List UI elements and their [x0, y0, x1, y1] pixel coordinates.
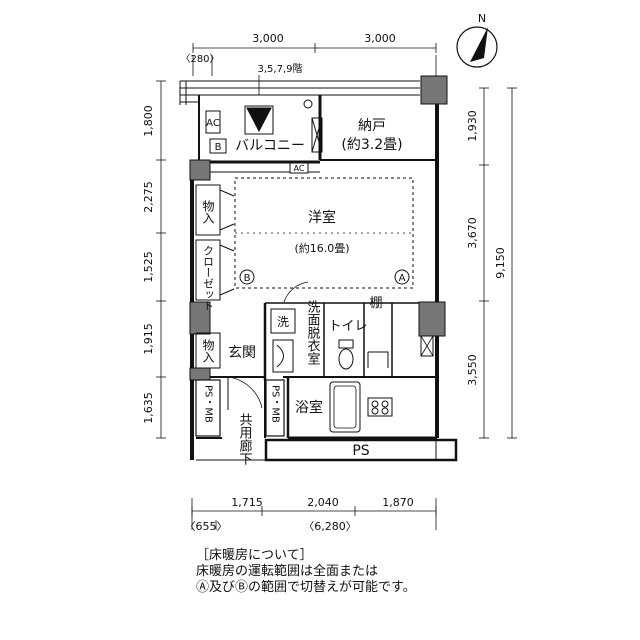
ps-mb-right-label: PS・MB — [270, 385, 281, 423]
corridor-label: 共用廊下 — [237, 413, 253, 465]
compass-needle-icon — [470, 27, 488, 62]
bathtub-inner — [333, 385, 357, 429]
entrance-door-arc — [227, 376, 263, 409]
storage-door-icon — [311, 117, 323, 153]
washroom-label: 洗面脱衣室 — [305, 300, 321, 365]
dim-top-1: 3,000 — [252, 32, 284, 45]
note-line-2: Ⓐ及びⒷの範囲で切替えが可能です。 — [196, 580, 416, 595]
compass: N — [456, 12, 498, 68]
floor-heating-note: ［床暖房について］ 床暖房の運転範囲は全面または Ⓐ及びⒷの範囲で切替えが可能で… — [196, 548, 626, 596]
compass-north-label: N — [478, 12, 486, 25]
walls — [190, 81, 458, 462]
zone-a-marker — [394, 269, 410, 285]
dim-bottom-3: 1,870 — [382, 496, 414, 509]
compass-circle — [456, 26, 498, 68]
b-small-box — [209, 138, 227, 154]
b-small-label: B — [215, 142, 222, 153]
entrance-label: 玄関 — [228, 344, 256, 361]
ps-mb-left-box — [195, 379, 221, 437]
right-dimensions — [479, 87, 517, 439]
closet-column — [195, 184, 235, 369]
evacuation-hatch-icon — [246, 107, 272, 133]
dim-left-5: 1,635 — [142, 392, 155, 424]
dim-right-2: 3,670 — [466, 217, 479, 249]
dim-bottom-total: 〈6,280〉 — [303, 520, 357, 533]
zone-b-label: B — [244, 273, 251, 284]
dim-left-1: 1,800 — [142, 105, 155, 137]
note-line-1: 床暖房の運転範囲は全面または — [196, 564, 379, 579]
toilet-label: トイレ — [328, 319, 367, 334]
dim-right-3: 3,550 — [466, 354, 479, 386]
drain-icon — [303, 99, 313, 109]
column-mid-right — [418, 301, 446, 337]
column-bottom-left — [189, 367, 211, 381]
lower-storage-label: 物入 — [201, 339, 215, 363]
left-dimensions — [156, 80, 166, 439]
ac-small-box — [205, 110, 221, 134]
ps-label: PS — [352, 443, 369, 459]
ac-small-label: AC — [206, 118, 220, 129]
ps-mb-right-box — [265, 379, 285, 437]
duct-box — [420, 335, 434, 357]
shelf-icon — [367, 351, 389, 368]
ps-mb-left-label: PS・MB — [203, 385, 214, 423]
dim-left-2: 2,275 — [142, 181, 155, 213]
balcony-railing — [179, 80, 420, 105]
closet-label: クローゼット — [202, 245, 215, 311]
upper-storage-label: 物入 — [201, 200, 215, 224]
dim-bottom-offset: 〈655〉 — [185, 520, 228, 533]
laundry-label: 洗 — [277, 315, 289, 329]
note-title: ［床暖房について］ — [196, 548, 313, 563]
washbasin-icon — [272, 339, 294, 373]
toilet-icon — [338, 339, 354, 370]
floors-label: 3,5,7,9階 — [258, 63, 303, 75]
dim-left-4: 1,915 — [142, 323, 155, 355]
bottom-dimensions — [191, 498, 437, 530]
dim-top-2: 3,000 — [364, 32, 396, 45]
room-door-arc — [283, 281, 309, 303]
column-top-right — [420, 75, 448, 105]
column-mid-left — [189, 301, 211, 335]
dim-bottom-1: 1,715 — [231, 496, 263, 509]
main-ac-box — [289, 162, 309, 174]
bathtub-icon — [329, 381, 361, 433]
columns — [189, 75, 448, 381]
dim-right-1: 1,930 — [466, 110, 479, 142]
top-dimensions — [192, 43, 437, 76]
column-top-left — [189, 159, 211, 181]
main-ac-label: AC — [294, 164, 305, 173]
storage-room-label: 納戸 — [358, 118, 386, 134]
dim-bottom-2: 2,040 — [307, 496, 339, 509]
dim-left-3: 1,525 — [142, 251, 155, 283]
evacuation-hatch-box — [244, 105, 274, 135]
dim-top-offset: 〈280〉 — [180, 53, 219, 65]
shelf-label: 棚 — [369, 296, 382, 311]
storage-room-size: (約3.2畳) — [341, 137, 402, 153]
zone-b-marker — [239, 269, 255, 285]
zone-a-label: A — [399, 273, 406, 284]
duct-cross-icon — [420, 335, 434, 357]
western-room-label: 洋室 — [308, 209, 336, 226]
laundry-box — [270, 308, 296, 334]
western-room-size: (約16.0畳) — [294, 241, 349, 255]
faucet-icon — [367, 397, 393, 417]
balcony-label: バルコニー — [235, 138, 305, 154]
dim-right-total: 9,150 — [494, 247, 507, 279]
bathroom-label: 浴室 — [295, 399, 323, 416]
